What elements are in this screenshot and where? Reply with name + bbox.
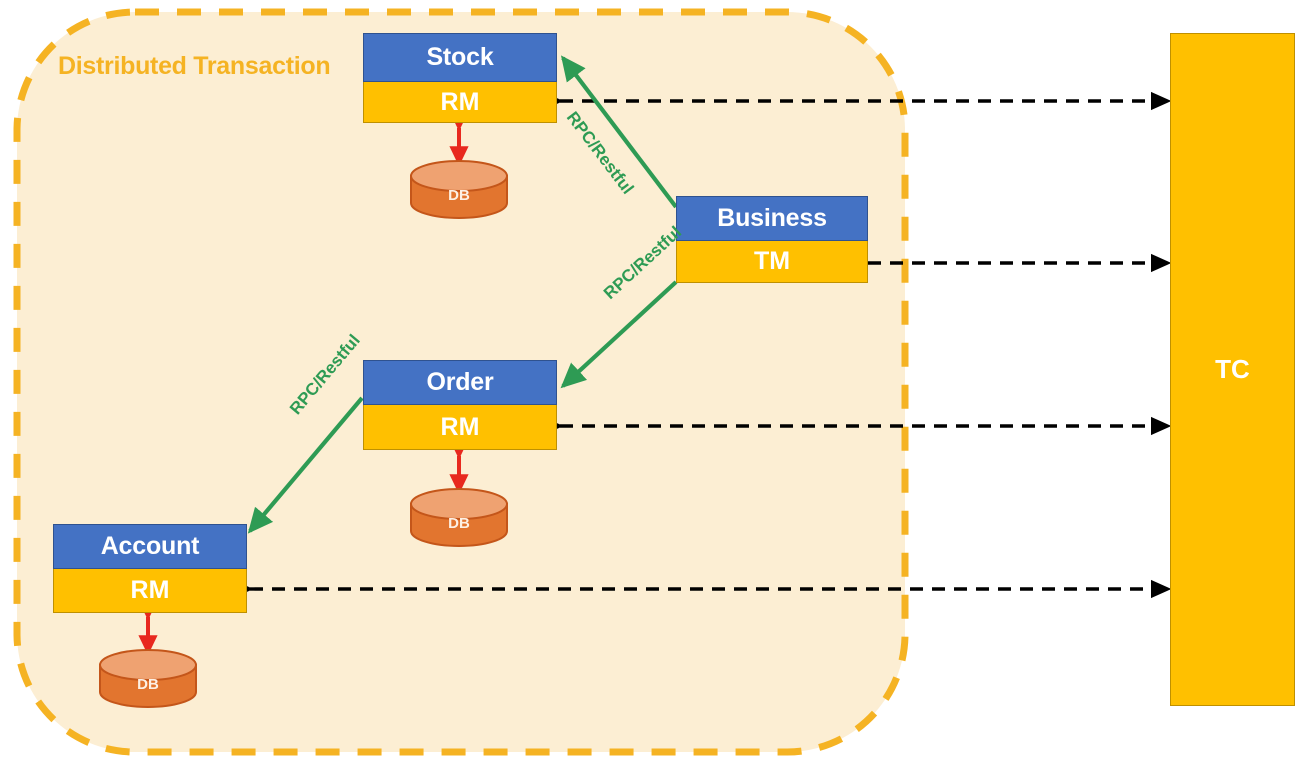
service-node-account[interactable]: Account RM xyxy=(53,524,247,613)
transaction-coordinator-node[interactable]: TC xyxy=(1170,33,1295,706)
service-name-stock: Stock xyxy=(363,33,557,82)
service-role-order: RM xyxy=(363,405,557,450)
service-name-account: Account xyxy=(53,524,247,569)
db-cylinder-order xyxy=(410,488,508,547)
service-role-account: RM xyxy=(53,569,247,613)
connector-business-to-order xyxy=(560,280,678,389)
connector-order-to-account xyxy=(247,396,364,534)
service-role-business: TM xyxy=(676,241,868,283)
db-node-account[interactable]: DB xyxy=(100,650,196,712)
service-node-order[interactable]: Order RM xyxy=(363,360,557,450)
db-label-stock: DB xyxy=(448,187,470,204)
service-name-order: Order xyxy=(363,360,557,405)
db-label-account: DB xyxy=(137,676,159,693)
service-node-stock[interactable]: Stock RM xyxy=(363,33,557,123)
service-node-business[interactable]: Business TM xyxy=(676,196,868,283)
db-label-order: DB xyxy=(448,515,470,532)
service-role-stock: RM xyxy=(363,82,557,123)
db-node-order[interactable]: DB xyxy=(411,489,507,551)
db-cylinder-stock xyxy=(410,160,508,219)
db-node-stock[interactable]: DB xyxy=(411,161,507,223)
service-name-business: Business xyxy=(676,196,868,241)
boundary-label: Distributed Transaction xyxy=(58,52,331,80)
transaction-coordinator-label: TC xyxy=(1215,354,1250,384)
db-cylinder-account xyxy=(99,649,197,708)
connector-business-to-stock xyxy=(560,55,678,209)
